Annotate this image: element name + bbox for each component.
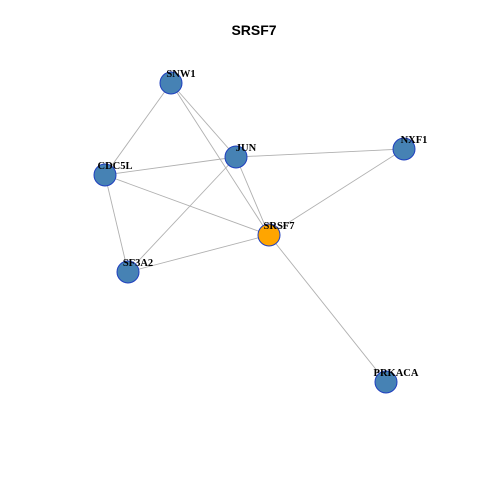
node-sf3a2[interactable] — [116, 260, 140, 284]
edge-cdc5l-srsf7 — [104, 174, 270, 236]
node-prkaca[interactable] — [374, 370, 398, 394]
edge-srsf7-prkaca — [268, 234, 387, 383]
node-srsf7[interactable] — [257, 223, 281, 247]
edge-jun-nxf1 — [235, 148, 405, 158]
node-snw1[interactable] — [159, 71, 183, 95]
node-jun[interactable] — [224, 145, 248, 169]
node-nxf1[interactable] — [392, 137, 416, 161]
edge-cdc5l-sf3a2 — [104, 174, 129, 273]
nodes-layer — [93, 71, 416, 394]
edge-jun-sf3a2 — [127, 156, 237, 273]
node-label-prkaca: PRKACA — [374, 368, 419, 379]
node-label-cdc5l: CDC5L — [97, 161, 132, 172]
node-label-sf3a2: SF3A2 — [123, 258, 153, 269]
node-label-nxf1: NXF1 — [401, 135, 428, 146]
edge-jun-srsf7 — [235, 156, 270, 236]
edge-snw1-cdc5l — [104, 82, 172, 176]
edge-nxf1-srsf7 — [268, 148, 405, 236]
node-label-snw1: SNW1 — [166, 69, 195, 80]
edge-snw1-jun — [170, 82, 237, 158]
node-label-srsf7: SRSF7 — [264, 221, 295, 232]
graph-title: SRSF7 — [231, 22, 276, 38]
edge-cdc5l-jun — [104, 156, 237, 176]
node-label-jun: JUN — [236, 143, 257, 154]
node-cdc5l[interactable] — [93, 163, 117, 187]
edges-layer — [104, 82, 405, 383]
edge-srsf7-sf3a2 — [127, 234, 270, 273]
